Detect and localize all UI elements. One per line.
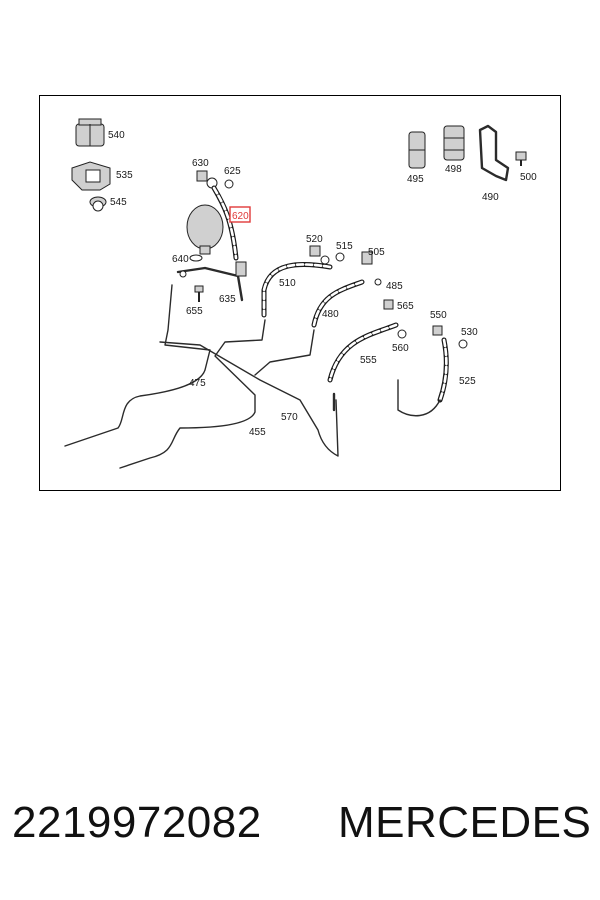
part-480-hose <box>311 279 365 328</box>
part-485-washer <box>374 278 382 286</box>
label-620-highlighted: 620 <box>232 211 249 222</box>
part-565-bolt <box>383 299 394 310</box>
part-500-screw <box>515 151 527 166</box>
footer: 2219972082 MERCEDES <box>0 798 600 858</box>
part-520-bolt <box>309 245 330 265</box>
label-545: 545 <box>110 197 127 208</box>
brand-name: MERCEDES <box>338 798 592 847</box>
label-530: 530 <box>461 327 478 338</box>
part-530-washer <box>458 339 468 349</box>
part-535-clip <box>71 161 111 191</box>
label-565: 565 <box>397 301 414 312</box>
part-525-hose <box>437 337 449 403</box>
label-455: 455 <box>249 427 266 438</box>
part-630-bolt <box>196 170 218 189</box>
part-620-hose <box>211 185 239 261</box>
label-560: 560 <box>392 343 409 354</box>
brake-line-455 <box>119 319 266 469</box>
label-550: 550 <box>430 310 447 321</box>
label-640: 640 <box>172 254 189 265</box>
label-495: 495 <box>407 174 424 185</box>
label-475: 475 <box>189 378 206 389</box>
label-625: 625 <box>224 166 241 177</box>
label-630: 630 <box>192 158 209 169</box>
label-520: 520 <box>306 234 323 245</box>
label-480: 480 <box>322 309 339 320</box>
part-640-635-bracket <box>176 254 247 302</box>
part-number: 2219972082 <box>12 798 262 847</box>
label-510: 510 <box>279 278 296 289</box>
part-490-bracket <box>478 124 510 182</box>
label-570: 570 <box>281 412 298 423</box>
label-635: 635 <box>219 294 236 305</box>
part-545-grommet <box>89 196 107 212</box>
label-485: 485 <box>386 281 403 292</box>
part-498-clip <box>443 125 465 161</box>
part-550-bolt <box>432 325 443 336</box>
label-535: 535 <box>116 170 133 181</box>
part-555-hose <box>327 322 399 383</box>
brake-line-475 <box>64 284 211 447</box>
label-540: 540 <box>108 130 125 141</box>
part-655-bolt <box>194 285 204 302</box>
pipe-525-tail <box>397 379 441 417</box>
label-500: 500 <box>520 172 537 183</box>
part-510-hose <box>261 261 333 318</box>
brake-line-middle <box>254 329 315 376</box>
highlight-box-620 <box>229 206 251 223</box>
part-495-clip <box>408 131 426 169</box>
part-515-washer <box>335 252 345 262</box>
part-505-fitting <box>361 251 373 265</box>
pressure-reservoir <box>186 204 224 255</box>
label-555: 555 <box>360 355 377 366</box>
brake-line-570 <box>159 341 339 457</box>
label-655: 655 <box>186 306 203 317</box>
label-525: 525 <box>459 376 476 387</box>
part-625-washer <box>224 179 234 189</box>
label-515: 515 <box>336 241 353 252</box>
diagram-frame <box>39 95 561 491</box>
label-498: 498 <box>445 164 462 175</box>
label-505: 505 <box>368 247 385 258</box>
label-490: 490 <box>482 192 499 203</box>
part-540-block <box>75 118 105 147</box>
part-560-washer <box>397 329 407 339</box>
